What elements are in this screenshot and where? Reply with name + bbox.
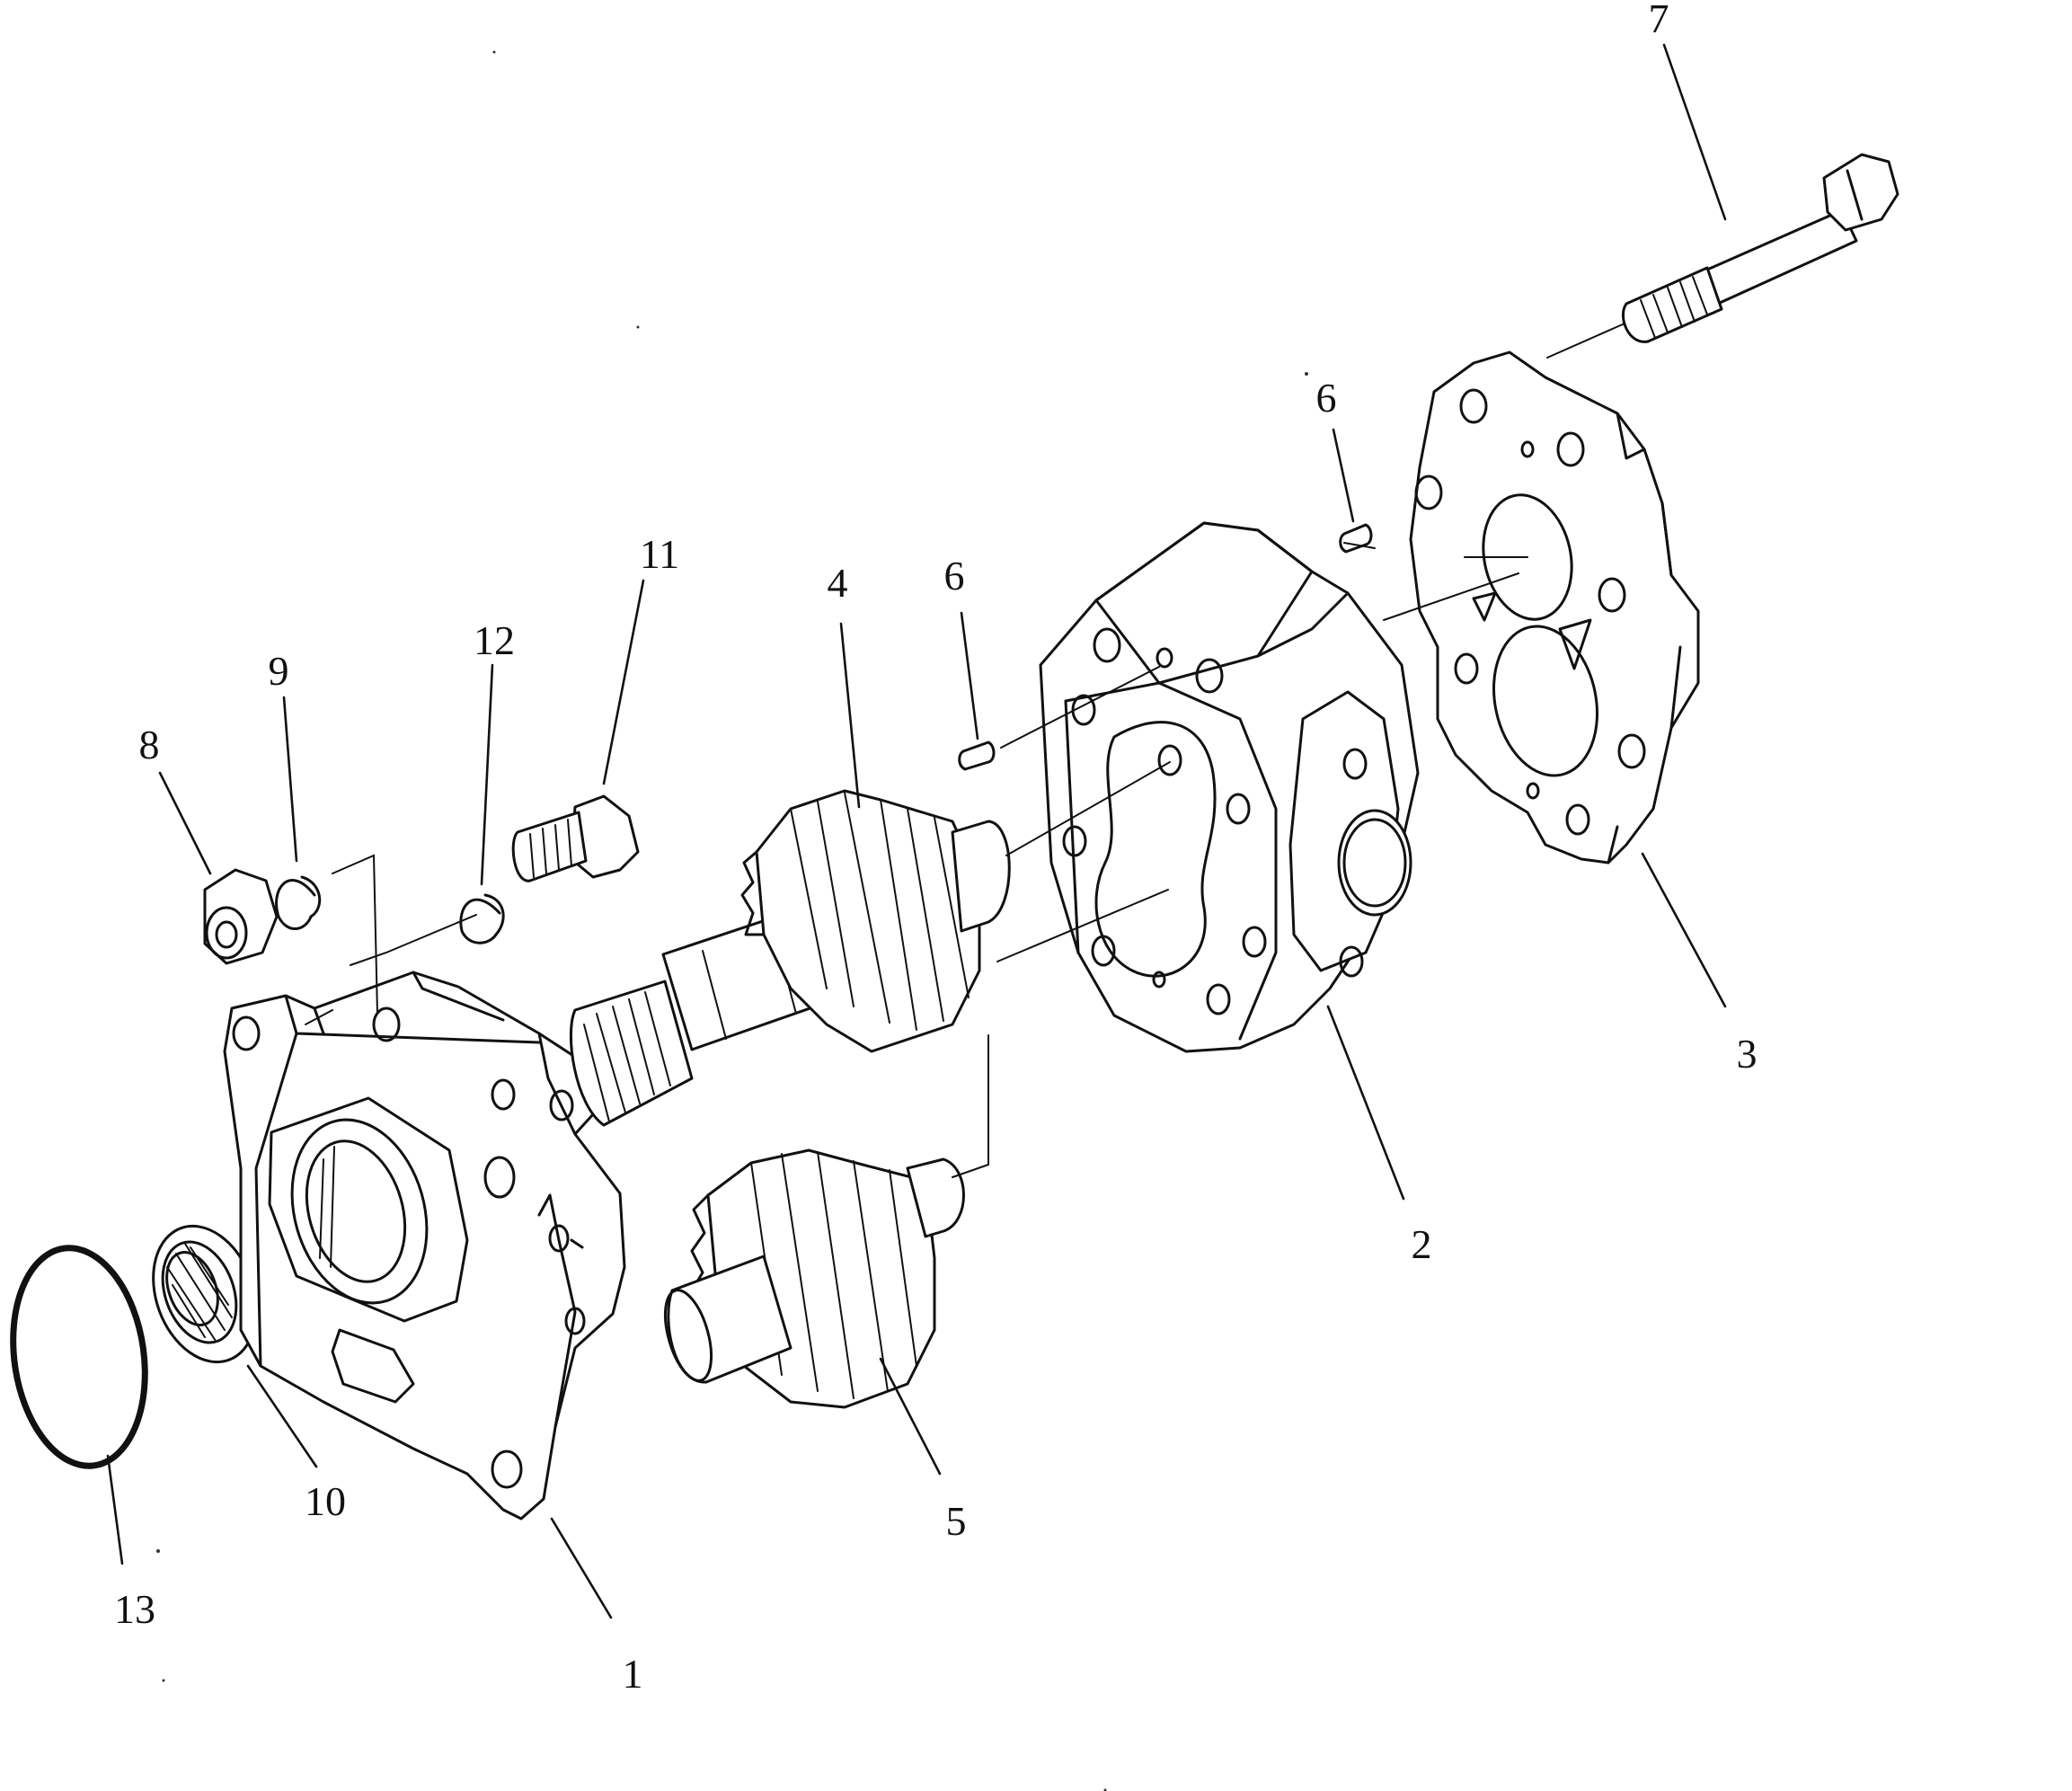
part-2-gear-housing xyxy=(1039,521,1420,1053)
part-4-drive-gear xyxy=(569,789,1011,1127)
callout-9: 9 xyxy=(269,648,289,694)
part-12-washer xyxy=(459,893,505,944)
callout-2: 2 xyxy=(1412,1221,1432,1267)
part-13-o-ring xyxy=(10,1245,148,1469)
callout-13: 13 xyxy=(114,1586,155,1632)
callout-10: 10 xyxy=(305,1478,346,1524)
callout-1: 1 xyxy=(623,1651,643,1697)
part-3-rear-cover xyxy=(1409,350,1700,864)
callout-6b: 6 xyxy=(1316,375,1337,421)
assembly-lines xyxy=(305,323,1625,1178)
part-5-driven-gear xyxy=(663,1148,965,1409)
callout-3: 3 xyxy=(1737,1031,1758,1077)
callout-5: 5 xyxy=(946,1498,967,1544)
part-11-bolt xyxy=(511,794,640,882)
scan-specks xyxy=(156,50,1308,1791)
callout-7: 7 xyxy=(1649,0,1669,41)
callout-11: 11 xyxy=(640,531,679,577)
part-6-dowel-pin-a xyxy=(958,740,996,771)
callout-6a: 6 xyxy=(944,553,965,598)
callout-labels: 1 2 3 4 5 6 6 7 8 9 10 11 12 13 xyxy=(114,0,1758,1697)
part-8-nut xyxy=(203,868,279,965)
part-1-front-cover xyxy=(223,971,626,1521)
part-6-dowel-pin-b xyxy=(1339,523,1373,554)
leader-lines xyxy=(106,43,1727,1619)
callout-12: 12 xyxy=(474,617,515,663)
callout-4: 4 xyxy=(828,560,848,606)
part-7-bolt xyxy=(1621,153,1899,343)
part-9-washer xyxy=(275,875,322,930)
callout-8: 8 xyxy=(139,722,160,767)
